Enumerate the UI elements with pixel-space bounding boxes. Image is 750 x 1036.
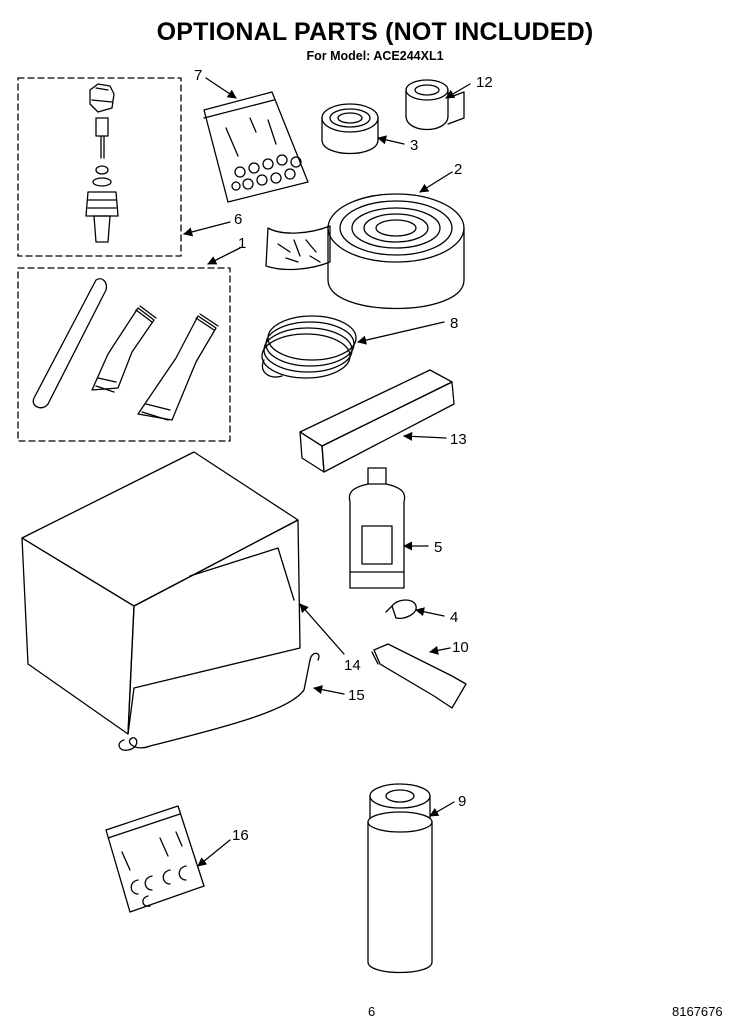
part-10-tube [371,643,467,709]
callout-13: 13 [450,431,467,448]
document-number: 8167676 [672,1004,723,1019]
leader-lines [183,77,471,867]
callout-3: 3 [410,137,418,154]
callout-1: 1 [238,235,246,252]
callout-8: 8 [450,315,458,332]
group-box-6 [17,77,182,257]
callout-9: 9 [458,793,466,810]
callout-6: 6 [234,211,242,228]
callout-15: 15 [348,687,365,704]
callout-2: 2 [454,161,462,178]
callout-16: 16 [232,827,249,844]
callout-14: 14 [344,657,361,674]
group-box-1 [17,267,231,442]
page-title: OPTIONAL PARTS (NOT INCLUDED) [156,18,594,46]
part-4-cap [385,599,417,620]
part-6-fitting [85,83,119,243]
callout-5: 5 [434,539,442,556]
part-5-bottle [348,467,406,589]
page-number: 6 [368,1004,376,1019]
callout-10: 10 [452,639,469,656]
callout-4: 4 [450,609,458,626]
callout-12: 12 [476,74,493,91]
part-7-bag [203,91,309,203]
part-13-foam-strip [299,369,455,473]
part-2-insulation-roll [265,193,465,310]
part-9-can [367,783,433,974]
part-15-cord [118,652,320,751]
model-subtitle: For Model: ACE244XL1 [306,49,444,63]
part-8-coil [261,315,357,379]
part-1-rod-and-tubes [32,278,219,421]
part-14-cover [21,451,301,735]
part-12-tape [405,79,465,130]
part-16-bag [105,805,205,913]
callout-7: 7 [194,67,202,84]
part-3-roll [321,103,379,155]
